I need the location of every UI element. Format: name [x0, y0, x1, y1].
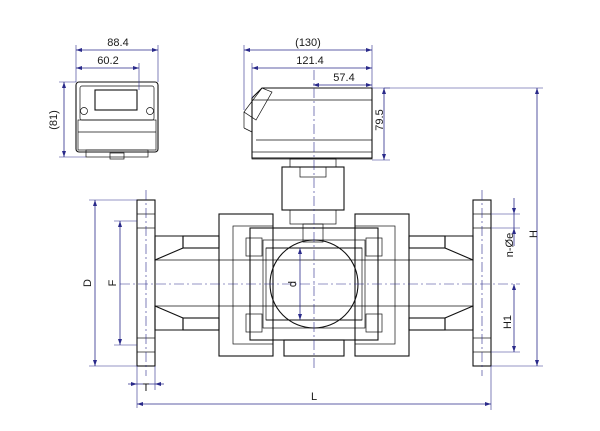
- label-H: H: [528, 230, 540, 238]
- dim-actuator-height: 79.5: [374, 109, 386, 130]
- top-view-dimensions: [59, 45, 159, 158]
- label-D: D: [82, 279, 94, 287]
- label-T: T: [143, 382, 150, 394]
- dim-top-view-inner-width: 60.2: [97, 55, 118, 67]
- label-L: L: [311, 391, 317, 403]
- body-dimensions: [89, 87, 543, 410]
- label-F: F: [107, 279, 119, 286]
- dim-actuator-width: 121.4: [296, 55, 324, 67]
- dim-top-view-width: 88.4: [107, 37, 128, 49]
- label-H1: H1: [502, 315, 514, 329]
- valve-stem: [281, 166, 345, 243]
- center-lines: [120, 70, 520, 376]
- dim-actuator-offset: 57.4: [333, 72, 354, 84]
- actuator-dimensions: [243, 45, 390, 161]
- label-d: d: [287, 281, 299, 287]
- label-n-oe: n-Øe: [504, 233, 516, 257]
- dim-actuator-overall: (130): [295, 37, 321, 49]
- dim-top-view-height: (81): [48, 110, 60, 130]
- actuator-top-view: [75, 81, 159, 160]
- actuator-front-view: [243, 87, 373, 168]
